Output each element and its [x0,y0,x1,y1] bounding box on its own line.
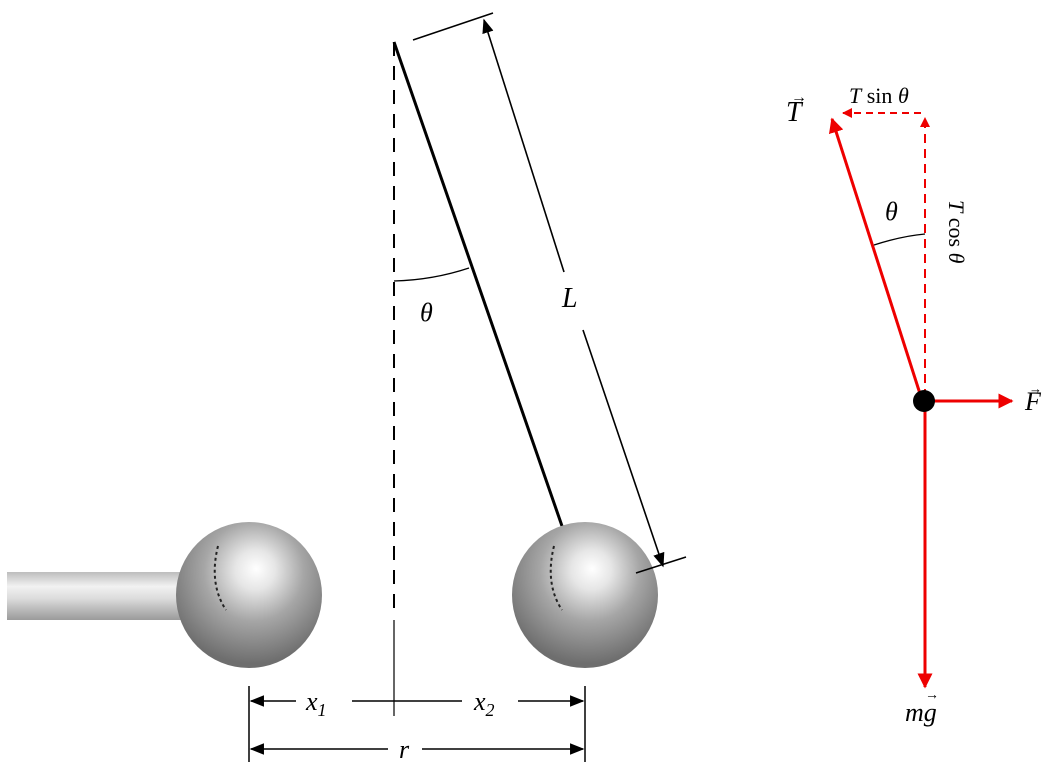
force-arrow-accent: → [1029,381,1042,396]
tension-vector [828,117,924,401]
t-cos-label: T cos θ [944,200,969,264]
tension-arrow-accent: → [791,89,807,106]
pendulum-string [392,41,564,527]
weight-label: mg [905,698,937,727]
suspended-sphere [512,522,658,668]
angle-arc [393,267,470,282]
length-label: L [561,283,578,314]
suspended-sphere-highlight-edge [549,545,563,611]
x1-label: x1 [305,687,327,720]
fixed-sphere-highlight-edge [213,545,227,611]
x2-label: x2 [473,687,495,720]
body-point [913,390,935,412]
force-label: F [1024,387,1042,416]
length-end-tick-top [412,12,494,41]
weight-arrow-accent: → [925,688,939,703]
tension-label: T [786,97,804,128]
fixed-rod [7,572,185,620]
length-arrow-lower [582,329,665,568]
length-arrow-upper [482,18,565,273]
angle-label: θ [420,298,433,327]
fixed-sphere [176,522,322,668]
r-label: r [399,735,410,763]
t-sin-label: T sin θ [849,83,909,108]
fbd-angle-arc [873,233,926,246]
fbd-angle-label: θ [885,197,898,226]
